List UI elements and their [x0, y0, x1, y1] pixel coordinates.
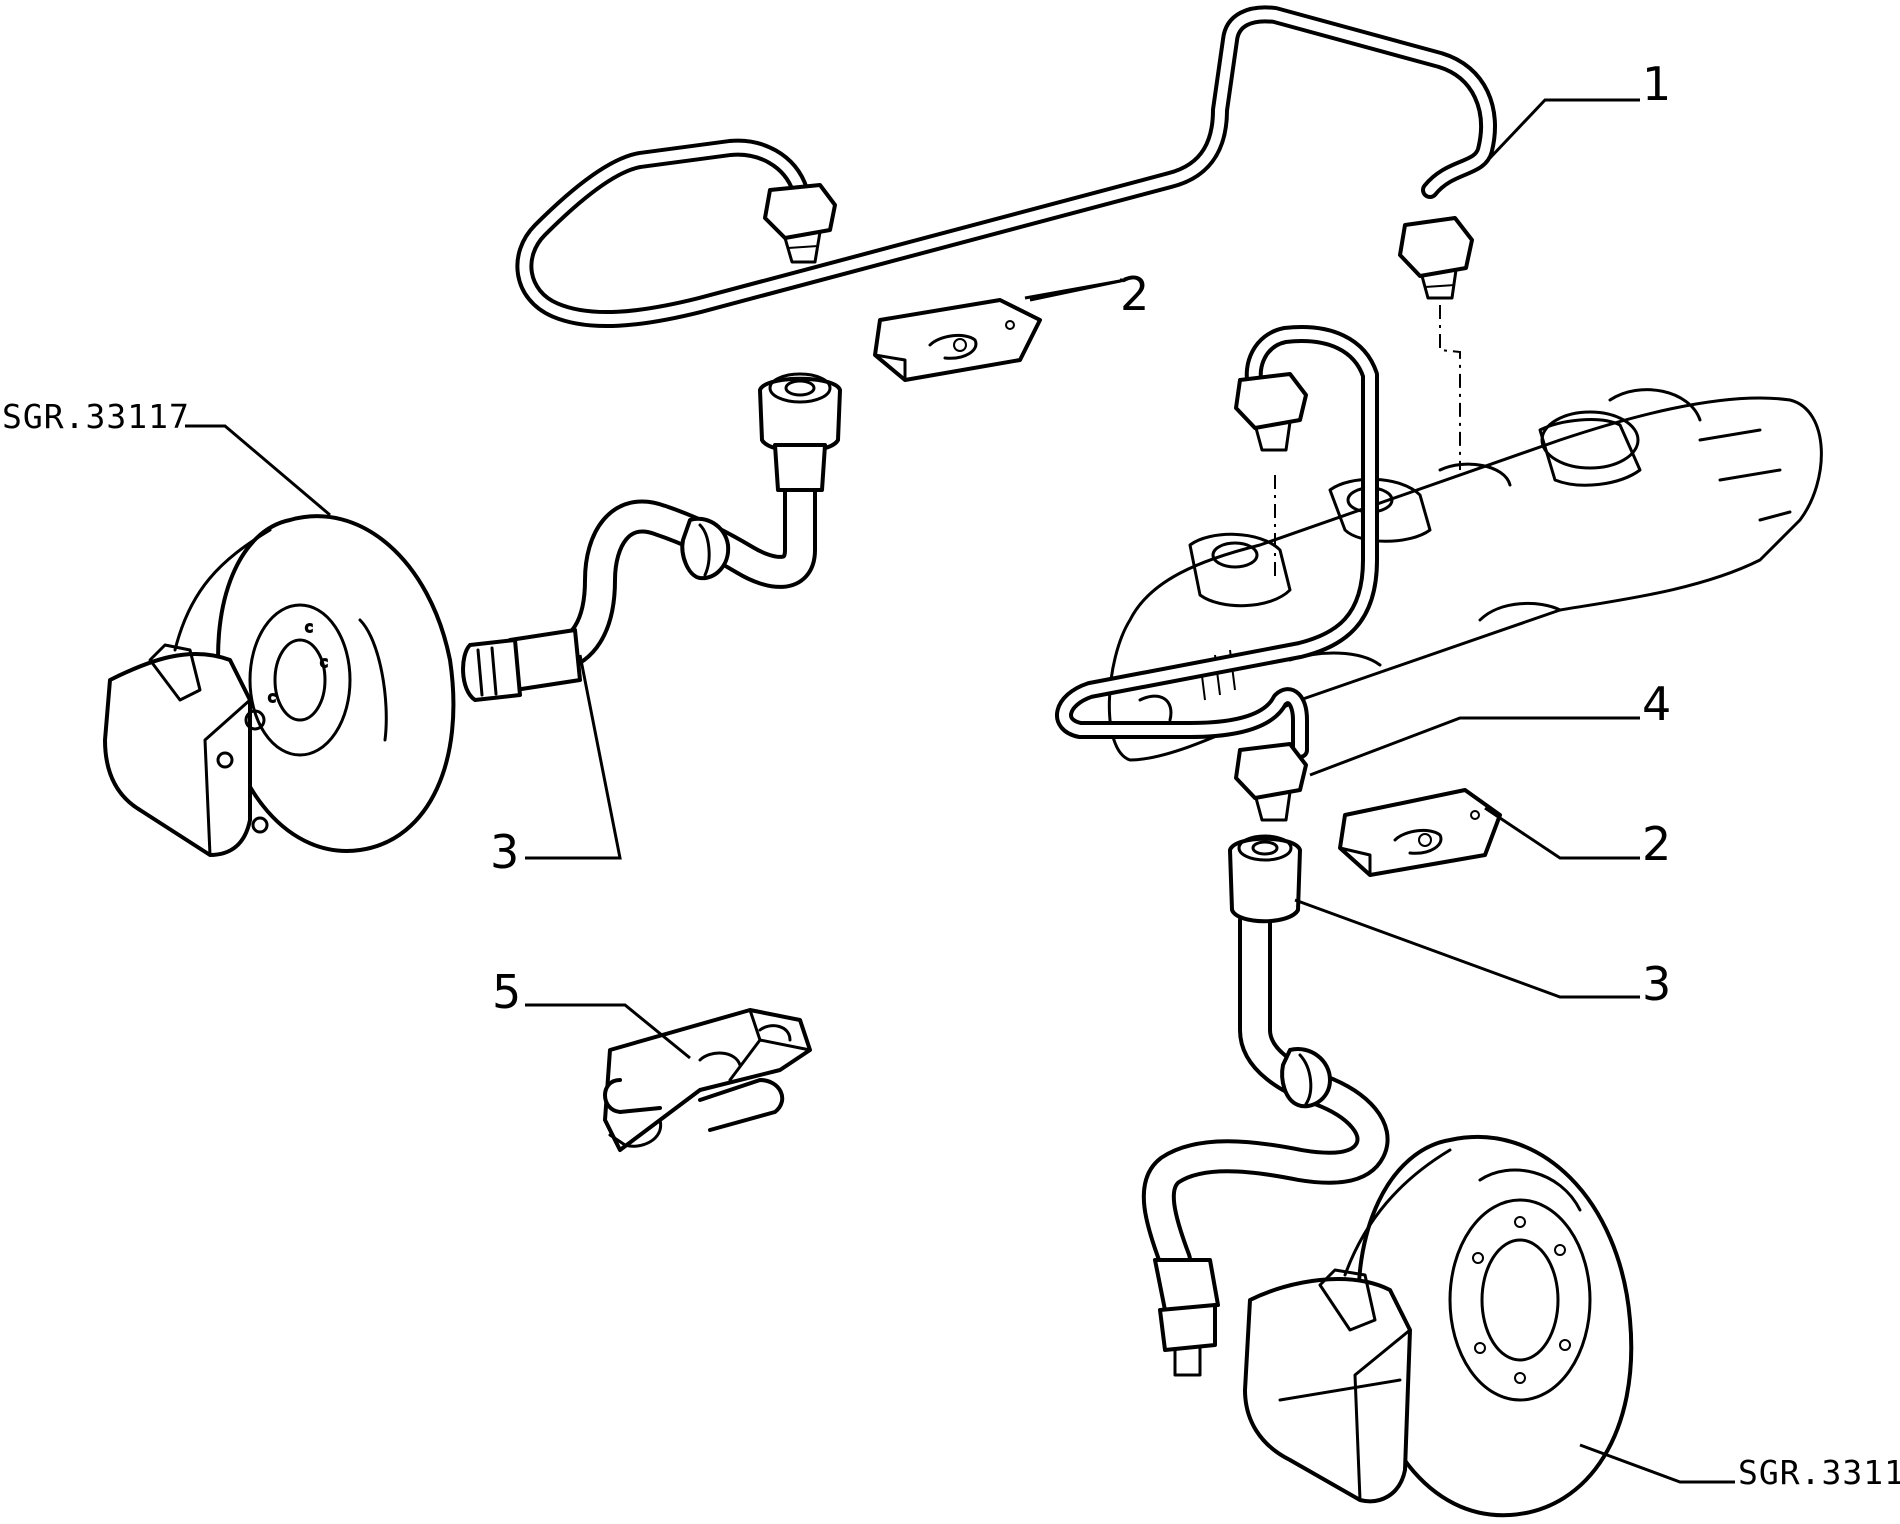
hose-support-bracket: [603, 1008, 812, 1152]
callout-3-left: 3: [490, 825, 519, 879]
leader-lines: [185, 98, 1735, 1484]
callout-3-right: 3: [1642, 957, 1671, 1011]
brake-caliper-left: [103, 528, 272, 857]
flexible-brake-hose-right: [1141, 834, 1390, 1377]
rigid-brake-pipe: [515, 5, 1497, 329]
retaining-clip-upper: [873, 298, 1042, 382]
svg-text:c: c: [320, 655, 328, 671]
retaining-clip-lower: [1338, 788, 1502, 877]
pipe-union-nut-front-bottom: [1234, 742, 1308, 822]
rigid-brake-pipe-front: [1055, 325, 1379, 759]
master-cylinder: [1107, 388, 1823, 762]
brake-caliper-right: [1243, 1148, 1452, 1504]
callout-2-upper: 2: [1120, 267, 1149, 321]
brake-disc-right: [1356, 1134, 1634, 1518]
reference-code-left: SGR.33117: [2, 397, 190, 436]
pipe-union-nut-front-top: [1234, 372, 1308, 452]
pipe-union-nut-right: [1398, 216, 1474, 300]
reference-code-right: SGR.33117: [1738, 1453, 1900, 1492]
flexible-brake-hose-left: [461, 372, 842, 702]
callout-2-lower: 2: [1642, 817, 1671, 871]
svg-text:c: c: [305, 620, 313, 636]
callout-1: 1: [1642, 57, 1671, 111]
brake-disc-left: c c c: [216, 514, 456, 853]
svg-text:c: c: [268, 690, 276, 706]
callout-5: 5: [492, 965, 521, 1019]
callout-4: 4: [1642, 677, 1671, 731]
pipe-union-nut-left: [763, 183, 837, 264]
